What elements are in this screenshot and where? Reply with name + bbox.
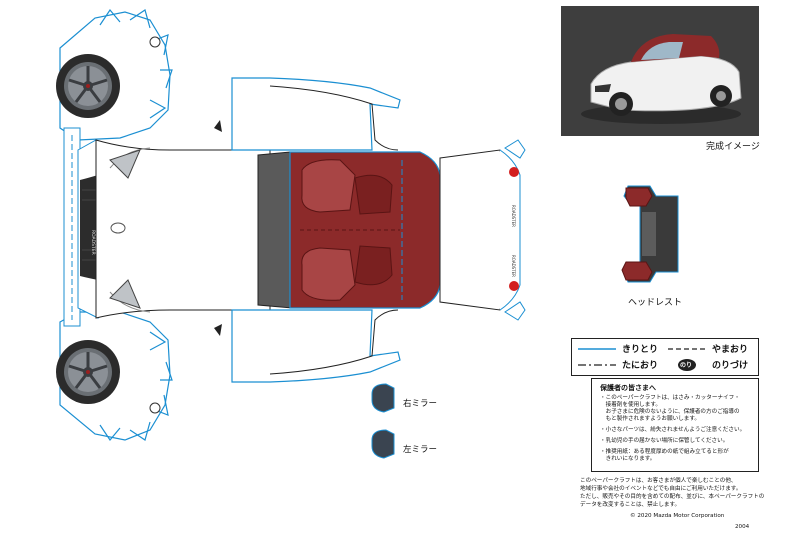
hood-panel: [95, 139, 271, 319]
side-panel-top: [214, 77, 401, 151]
guardian-line: ・小さなパーツは、紛失されませんようご注意ください。: [600, 427, 746, 433]
grille-badge: ROADSTER: [90, 230, 96, 255]
legend-valley: たにおり: [622, 361, 659, 371]
peg-top: [149, 36, 161, 48]
guardian-title: 保護者の皆さまへ: [600, 384, 656, 392]
roof-cabin: [289, 151, 441, 309]
headlight-left: [109, 149, 141, 179]
legend-cut: きりとり: [622, 345, 659, 355]
tail-light-right: [509, 281, 519, 291]
front-left-wheel: [54, 52, 122, 120]
rear-plate: ROADSTER: [511, 205, 516, 227]
seat-driver: [301, 159, 356, 213]
footer-line: 地域行事や会社のイベントなどでも自由にご利用いただけます。: [580, 486, 742, 492]
mirror-left-label: 左ミラー: [403, 445, 438, 455]
legend-glue: のりづけ: [712, 361, 749, 371]
copyright: © 2020 Mazda Motor Corporation: [630, 513, 725, 519]
front-grille: [80, 175, 98, 280]
rear-deck: ROADSTER ROADSTER: [439, 139, 526, 321]
guardian-line: お子さまに危険のないように、保護者の方のご指導の: [600, 409, 740, 415]
footer-line: データを改変することは、禁止します。: [580, 502, 681, 508]
guardian-notice: 保護者の皆さまへ ・このペーパークラフトは、はさみ・カッターナイフ・ 接着剤を使…: [591, 378, 759, 472]
headrest-label: ヘッドレスト: [628, 298, 683, 308]
guardian-line: きれいになります。: [600, 456, 656, 462]
mirror-right-label: 右ミラー: [403, 399, 438, 409]
front-nose: ROADSTER: [63, 127, 99, 327]
footer-line: ただし、販売やその目的を含めての配布、並びに、本ペーパークラフトの: [580, 494, 765, 500]
mirror-right-part: [371, 383, 395, 413]
doc-code: 2004: [735, 524, 750, 530]
front-right-wheel: [54, 338, 122, 406]
footer-line: このペーパークラフトは、お客さまが個人で楽しむことの他、: [580, 478, 737, 484]
fold-legend: きりとり たにおり やまおり のりづけ のり: [571, 338, 759, 376]
guardian-line: ・推奨用紙：ある程度厚めの紙で組み立てると形が: [600, 449, 729, 455]
seat-passenger: [301, 247, 356, 301]
legend-mountain: やまおり: [712, 345, 749, 355]
guardian-line: 接着剤を使用します。: [600, 402, 661, 408]
guardian-line: ・乳幼児の手の届かない場所に保管してください。: [600, 438, 729, 444]
rear-badge: ROADSTER: [511, 255, 516, 277]
tail-light-left: [509, 167, 519, 177]
mirror-left-part: [371, 429, 395, 459]
guardian-line: もと製作されますようお願いします。: [600, 416, 701, 422]
legend-glue-badge: のり: [680, 362, 693, 369]
headrest-part: [621, 185, 679, 283]
mazda-emblem: [110, 222, 126, 234]
usage-footer: このペーパークラフトは、お客さまが個人で楽しむことの他、 地域行事や会社のイベン…: [580, 477, 765, 509]
completed-photo: [561, 6, 759, 136]
headlight-right: [109, 279, 141, 309]
side-panel-bottom: [214, 309, 401, 383]
photo-caption: 完成イメージ: [706, 142, 760, 152]
peg-bottom: [149, 402, 161, 414]
guardian-line: ・このペーパークラフトは、はさみ・カッターナイフ・: [600, 395, 740, 401]
windshield: [257, 151, 293, 309]
